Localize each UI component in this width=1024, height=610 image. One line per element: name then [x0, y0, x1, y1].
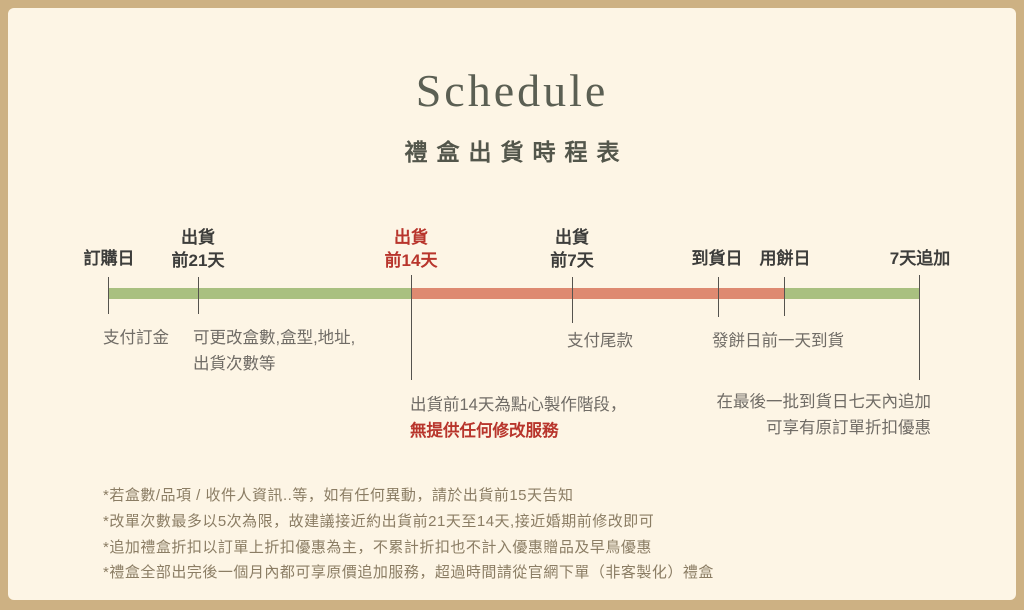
- timeline-segment-red-production: [411, 288, 784, 299]
- tick-14-days-before: [411, 275, 412, 380]
- milestone-cake-use-day-label: 用餅日: [759, 249, 811, 268]
- milestone-14-days-before: 出貨 前14天: [385, 226, 438, 272]
- tick-cake-use-day: [784, 277, 785, 316]
- tick-arrival-day: [718, 277, 719, 317]
- footnote-2: *改單次數最多以5次為限，故建議接近約出貨前21天至14天,接近婚期前修改即可: [103, 512, 655, 530]
- milestone-14-days-line2: 前14天: [384, 251, 438, 270]
- annotation-modify-info-line1: 可更改盒數,盒型,地址,: [193, 329, 356, 347]
- milestone-7-day-addon-label: 7天追加: [889, 249, 951, 268]
- footnote-3: *追加禮盒折扣以訂單上折扣優惠為主，不累計折扣也不計入優惠贈品及早鳥優惠: [103, 538, 652, 556]
- tick-7-days-before: [572, 277, 573, 323]
- annotation-delivery-before-cake-day: 發餅日前一天到貨: [712, 332, 844, 350]
- footnote-1: *若盒數/品項 / 收件人資訊..等，如有任何異動，請於出貨前15天告知: [103, 487, 574, 504]
- footnotes: *若盒數/品項 / 收件人資訊..等，如有任何異動，請於出貨前15天告知 *改單…: [103, 483, 714, 586]
- note-addon-discount-line2: 可享有原訂單折扣優惠: [766, 418, 931, 437]
- milestone-21-days-line2: 前21天: [171, 251, 225, 270]
- milestone-arrival-day-label: 到貨日: [691, 249, 743, 268]
- note-production-stage: 出貨前14天為點心製作階段， 無提供任何修改服務: [410, 392, 626, 444]
- annotation-modify-info-line2: 出貨次數等: [193, 355, 276, 373]
- timeline-segment-green-addon: [784, 288, 919, 299]
- tick-7-day-addon: [919, 275, 920, 380]
- milestone-arrival-day: 到貨日: [692, 247, 743, 270]
- milestone-order-day-label: 訂購日: [83, 249, 135, 268]
- note-addon-discount: 在最後一批到貨日七天內追加 可享有原訂單折扣優惠: [711, 390, 932, 441]
- milestone-7-days-before: 出貨 前7天: [550, 226, 593, 272]
- milestone-order-day: 訂購日: [84, 247, 135, 270]
- milestone-21-days-line1: 出貨: [180, 228, 215, 247]
- milestone-7-days-line1: 出貨: [555, 228, 589, 247]
- note-no-modification: 無提供任何修改服務: [410, 422, 559, 440]
- tick-order-day: [108, 277, 109, 314]
- milestone-cake-use-day: 用餅日: [760, 247, 811, 270]
- page-subtitle: 禮盒出貨時程表: [404, 139, 629, 165]
- timeline-segment-green-before-cutoff: [108, 288, 411, 299]
- milestone-14-days-line1: 出貨: [393, 228, 428, 247]
- milestone-7-days-line2: 前7天: [550, 251, 594, 270]
- card-background: [8, 8, 1016, 600]
- tick-21-days-before: [198, 277, 199, 314]
- milestone-7-day-addon: 7天追加: [890, 247, 950, 270]
- annotation-pay-deposit: 支付訂金: [103, 329, 169, 347]
- note-addon-discount-line1: 在最後一批到貨日七天內追加: [716, 393, 932, 411]
- note-production-stage-line1: 出貨前14天為點心製作階段，: [410, 396, 627, 414]
- milestone-21-days-before: 出貨 前21天: [172, 226, 225, 272]
- footnote-4: *禮盒全部出完後一個月內都可享原價追加服務，超過時間請從官網下單（非客製化）禮盒: [103, 564, 714, 582]
- annotation-modify-info: 可更改盒數,盒型,地址, 出貨次數等: [193, 325, 355, 377]
- annotation-pay-balance: 支付尾款: [567, 332, 633, 350]
- page-title: Schedule: [415, 65, 609, 116]
